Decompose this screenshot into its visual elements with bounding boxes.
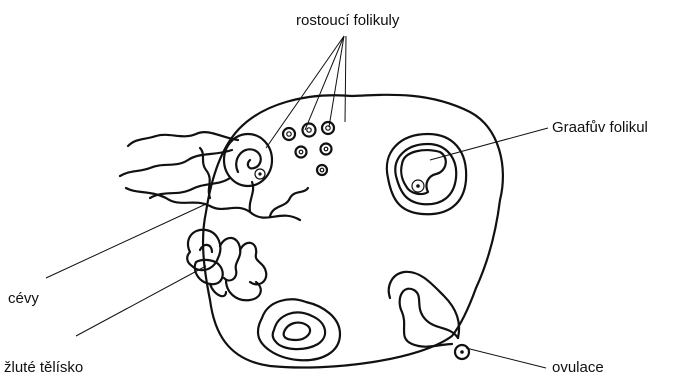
label-corpus-luteum: žluté tělísko <box>4 360 83 375</box>
label-vessels: cévy <box>8 291 39 306</box>
label-growing-follicles: rostoucí folikuly <box>296 13 399 28</box>
label-graafian-follicle: Graafův folikul <box>552 120 648 135</box>
leader-lines <box>46 36 548 368</box>
label-ovulation: ovulace <box>552 360 604 375</box>
graafian-follicle <box>387 134 466 214</box>
corpus-luteum <box>187 230 266 300</box>
primary-follicle <box>224 134 272 186</box>
corpus-albicans <box>258 299 340 360</box>
growing-follicles <box>283 122 334 175</box>
ovulation-site <box>389 272 469 359</box>
